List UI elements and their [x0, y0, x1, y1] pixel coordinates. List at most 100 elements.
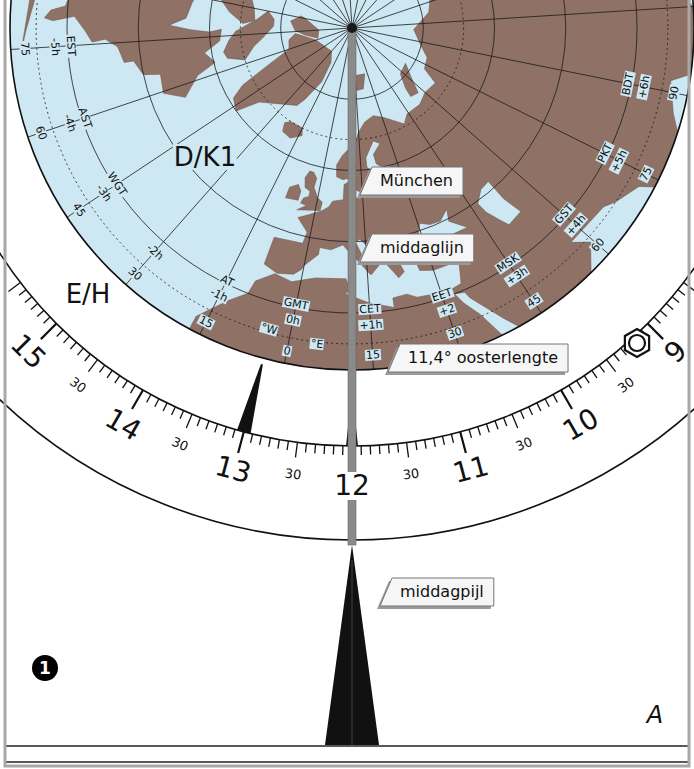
figure-number: 1: [32, 655, 58, 681]
meridian-line: [352, 0, 676, 28]
callout-outline: [360, 167, 463, 195]
meridian-line: [352, 0, 637, 28]
meridian-line: [200, 28, 352, 334]
scale-tick: [569, 385, 574, 393]
scale-tick: [553, 394, 557, 402]
scale-tick: [360, 446, 361, 455]
meridian-line: [352, 28, 658, 180]
longitude-label: 75: [637, 164, 654, 183]
dial-name: E/H: [66, 281, 111, 307]
hour-number: 10: [559, 404, 604, 446]
scale-tick: [70, 342, 76, 349]
base-line: [5, 745, 689, 746]
timezone-name: BDT: [621, 71, 637, 97]
scale-tick: [147, 394, 151, 402]
scale-tick: [379, 445, 381, 454]
scale-tick: [434, 438, 436, 447]
scale-tick: [85, 354, 91, 361]
scale-tick: [115, 376, 120, 383]
scale-tick: [577, 381, 582, 389]
land-mass: [400, 63, 418, 96]
meridian-line: [46, 0, 352, 28]
land-mass: [285, 184, 300, 200]
land-mass: [283, 122, 303, 138]
ring-outer-edge: [0, 0, 694, 540]
meridian-line: [352, 0, 504, 28]
longitude-label: °W: [259, 321, 280, 336]
scale-tick: [238, 432, 244, 453]
meridian-line: [352, 7, 693, 28]
land-mass: [5, 0, 351, 97]
scale-tick: [478, 427, 481, 436]
scale-tick: [388, 444, 390, 453]
scale-tick: [314, 444, 316, 453]
pole-pivot: [347, 23, 357, 33]
meridian-line: [352, 28, 541, 313]
nut-outline: [625, 329, 649, 357]
scale-tick: [305, 444, 307, 453]
utc-offset: +2: [437, 302, 458, 318]
utc-offset: -2h: [144, 241, 166, 262]
callout-box: 11,4° oosterlengte: [388, 344, 568, 372]
scale-tick: [197, 418, 200, 426]
scale-tick: [64, 336, 70, 343]
utc-offset: -1h: [208, 286, 231, 305]
callout-outline: [360, 234, 474, 262]
pointer-wedge: [237, 364, 263, 434]
panel-letter: A: [647, 703, 663, 727]
scale-tick: [123, 381, 128, 389]
scale-tick: [660, 310, 667, 316]
half-hour-label: 30: [615, 375, 636, 395]
scale-tick: [469, 429, 472, 438]
scale-tick: [495, 421, 498, 429]
scale-tick: [503, 418, 506, 426]
scale-tick: [132, 390, 143, 409]
callout-box: middaglijn: [360, 234, 474, 262]
scale-tick: [342, 446, 343, 455]
noon-arrow-ridge: [352, 560, 353, 745]
scale-tick: [666, 304, 673, 310]
scale-tick: [31, 304, 38, 310]
dial-name: D/K1: [173, 144, 237, 170]
scale-tick: [460, 432, 466, 453]
scale-tick: [8, 282, 20, 291]
callout-box: München: [360, 167, 463, 195]
callout-text: München: [380, 172, 453, 190]
scale-tick: [537, 403, 541, 411]
scale-tick: [44, 317, 51, 323]
utc-offset: +1h: [358, 319, 384, 332]
scale-tick: [186, 414, 192, 428]
land-mass: [291, 16, 319, 38]
land-mass: [176, 0, 694, 447]
scale-tick: [37, 310, 44, 316]
scale-tick: [529, 407, 533, 415]
longitude-label: 30: [445, 325, 464, 341]
scale-tick: [233, 429, 236, 438]
timezone-name: CET: [358, 303, 382, 315]
scale-tick: [451, 434, 453, 443]
scale-tick: [155, 399, 159, 407]
nut-hole: [629, 335, 645, 351]
scale-tick: [269, 438, 271, 447]
timezone-name: AT: [217, 272, 236, 289]
longitude-label: 45: [524, 292, 543, 310]
utc-offset: -4h: [61, 112, 78, 134]
scale-tick: [180, 411, 184, 419]
scale-tick: [251, 434, 253, 443]
scale-tick: [584, 376, 589, 383]
scale-tick: [19, 290, 26, 296]
callout-text: middagpijl: [400, 583, 484, 601]
longitude-label: °E: [309, 338, 325, 351]
longitude-label: 45: [70, 200, 88, 219]
callout-text: 11,4° oosterlengte: [408, 349, 558, 367]
scale-tick: [512, 414, 518, 428]
meridian-line: [17, 0, 352, 28]
half-hour-label: 30: [514, 435, 534, 453]
timezone-name: AST: [76, 105, 94, 131]
scale-tick: [370, 446, 372, 455]
meridian-line: [352, 0, 578, 28]
scale-tick: [333, 446, 335, 455]
scale-tick: [57, 330, 63, 337]
timezone-name: EET: [429, 286, 454, 304]
